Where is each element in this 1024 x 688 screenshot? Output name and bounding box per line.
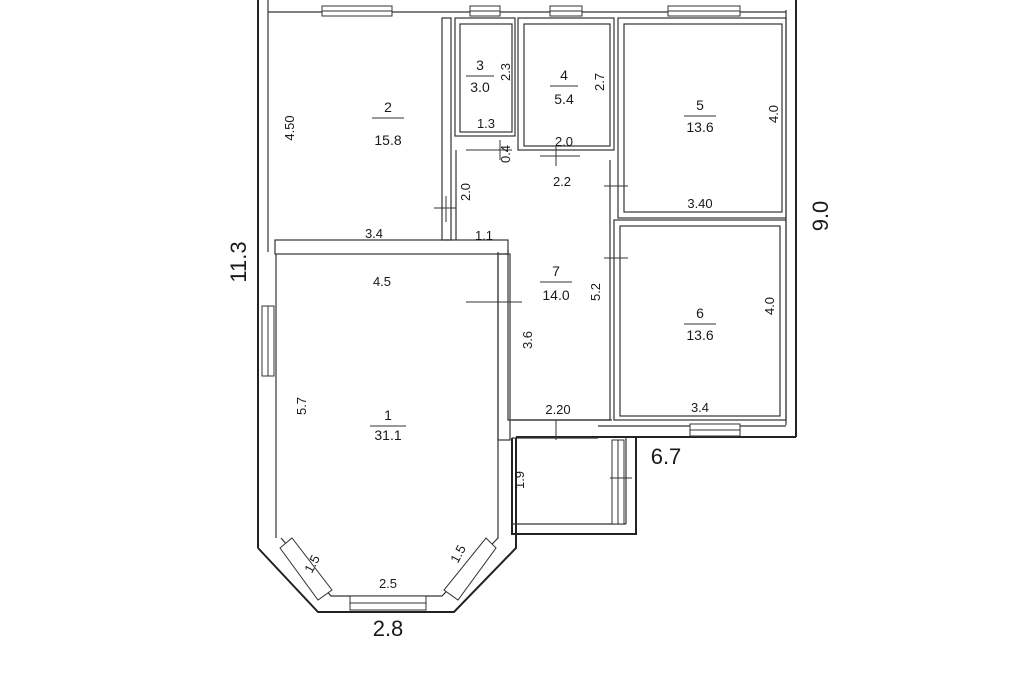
room-3-number: 3 [476,57,484,73]
room-2-area: 15.8 [374,132,401,148]
dim-r7-bottom: 2.20 [545,402,570,417]
dim-r5-height: 4.0 [766,105,781,123]
interior-walls [274,17,787,538]
window-bay-left [279,537,333,601]
dim-hall-top: 2.2 [553,174,571,189]
room-7-number: 7 [552,263,560,279]
dim-outer-width-right: 6.7 [651,444,682,469]
dim-outer-height: 11.3 [226,241,251,282]
room-2-number: 2 [384,99,392,115]
dim-r6-width: 3.4 [691,400,709,415]
dim-outer-right: 9.0 [808,201,833,232]
dim-hall-corr: 1.1 [475,228,493,243]
room-7-area: 14.0 [542,287,569,303]
room-5-area: 13.6 [686,119,713,135]
dim-hall-left: 2.0 [458,183,473,201]
dim-r6-height: 4.0 [762,297,777,315]
dim-bay-side-left: 1.5 [301,552,323,575]
room-labels: 2 15.8 3 3.0 4 5.4 5 13.6 7 14.0 6 13.6 … [370,57,716,443]
room-3-area: 3.0 [470,79,490,95]
dim-porch: 1.9 [512,471,527,489]
room-4-number: 4 [560,67,568,83]
room-4-area: 5.4 [554,91,574,107]
dim-r2-width: 3.4 [365,226,383,241]
dim-r5-width: 3.40 [687,196,712,211]
room-6-area: 13.6 [686,327,713,343]
dim-r4-gap: 0.4 [498,145,513,163]
windows [261,5,741,611]
room-1-area: 31.1 [374,427,401,443]
dim-bay-bottom: 2.8 [373,616,404,641]
dim-r2-height: 4.50 [282,115,297,140]
window-bay-right [443,537,497,601]
dim-r1-top: 4.5 [373,274,391,289]
dim-r3-height: 2.3 [498,63,513,81]
room-5-number: 5 [696,97,704,113]
dim-r4-width: 2.0 [555,134,573,149]
dimension-labels: 11.3 9.0 6.7 2.8 4.50 3.4 2.3 1.3 2.7 2.… [226,63,833,641]
room-6-number: 6 [696,305,704,321]
dim-bay-window: 2.5 [379,576,397,591]
dim-r1-right: 3.6 [520,331,535,349]
dim-r3-width: 1.3 [477,116,495,131]
dim-r1-left: 5.7 [294,397,309,415]
dim-bay-side-right: 1.5 [447,542,469,565]
room-1-number: 1 [384,407,392,423]
dim-r7-height: 5.2 [588,283,603,301]
outer-walls [257,0,797,613]
door-marks [434,140,632,479]
dim-r4-height: 2.7 [592,73,607,91]
